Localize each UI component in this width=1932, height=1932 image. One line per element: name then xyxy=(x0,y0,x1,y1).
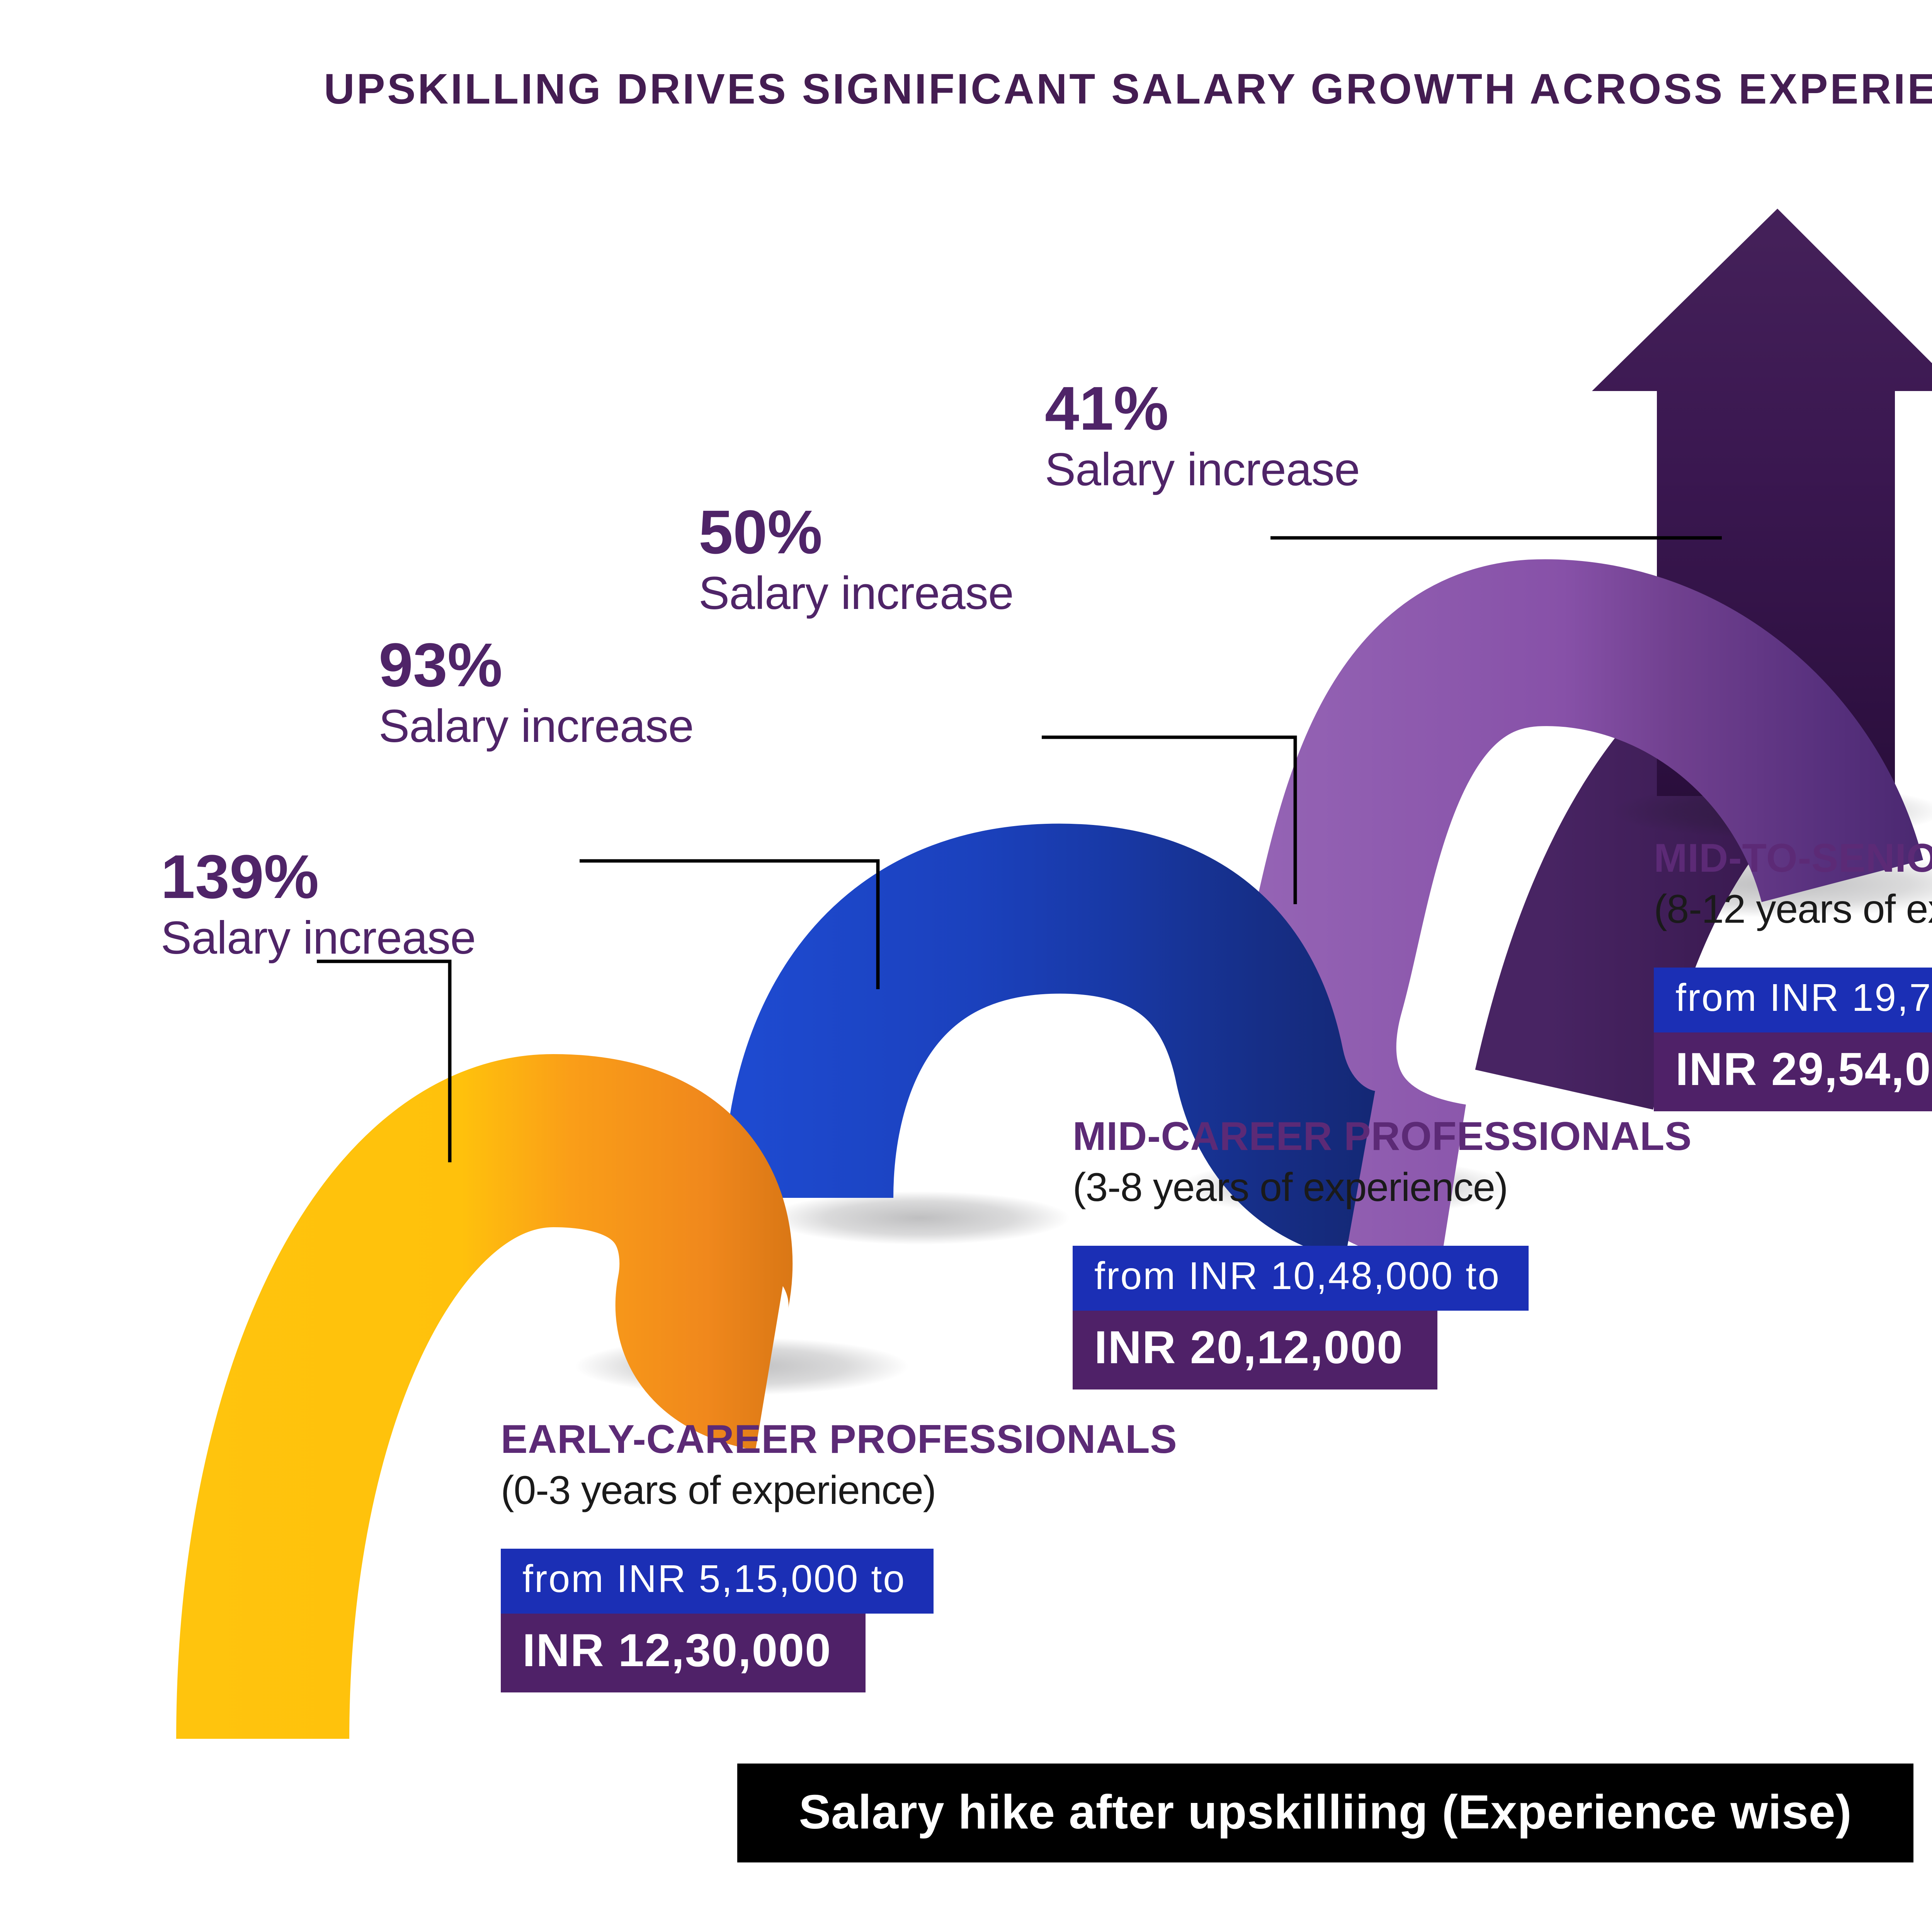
percent-label-senior: 41% Salary increase xyxy=(1045,374,1360,498)
salary-to-badge: INR 12,30,000 xyxy=(501,1614,866,1692)
category-heading: EARLY-CAREER PROFESSIONALS xyxy=(501,1416,1177,1462)
connector-50-percent xyxy=(1042,735,1297,904)
connector-93-percent xyxy=(580,859,880,989)
percent-caption: Salary increase xyxy=(1045,445,1360,496)
percent-value: 93% xyxy=(379,632,503,700)
category-heading: MID-CAREER PROFESSIONALS xyxy=(1073,1113,1692,1159)
arc-mid-career-ribbon xyxy=(723,823,1378,1259)
percent-label-early-career: 139% Salary increase xyxy=(161,842,476,966)
salary-from-badge: from INR 19,71,000 to xyxy=(1654,968,1932,1032)
percent-caption: Salary increase xyxy=(161,913,476,964)
category-block-mid-to-senior: MID-TO-SENIOR PROFESSIONALS (8-12 years … xyxy=(1654,835,1932,1111)
salary-from-badge: from INR 10,48,000 to xyxy=(1073,1246,1529,1311)
percent-label-mid-to-senior: 50% Salary increase xyxy=(699,498,1014,621)
connector-139-percent xyxy=(317,959,452,1162)
category-experience: (3-8 years of experience) xyxy=(1073,1164,1508,1210)
shadow-under-blue-left-landing xyxy=(711,1181,1128,1255)
percent-label-mid-career: 93% Salary increase xyxy=(379,631,694,754)
salary-from-badge: from INR 5,15,000 to xyxy=(501,1549,934,1614)
arc-early-career-ribbon xyxy=(176,1054,793,1739)
category-heading: MID-TO-SENIOR PROFESSIONALS xyxy=(1654,835,1932,881)
page-title: UPSKILLING DRIVES SIGNIFICANT SALARY GRO… xyxy=(324,65,1932,113)
category-block-early-career: EARLY-CAREER PROFESSIONALS (0-3 years of… xyxy=(501,1416,1177,1692)
salary-to-badge: INR 29,54,000 xyxy=(1654,1032,1932,1111)
category-block-mid-career: MID-CAREER PROFESSIONALS (3-8 years of e… xyxy=(1073,1113,1692,1389)
caption-bar: Salary hike after upskilliing (Experienc… xyxy=(737,1764,1913,1862)
percent-caption: Salary increase xyxy=(379,702,694,753)
category-experience: (8-12 years of experience) xyxy=(1654,886,1932,932)
percent-value: 139% xyxy=(161,844,319,912)
salary-to-badge: INR 20,12,000 xyxy=(1073,1311,1437,1389)
percent-value: 50% xyxy=(699,499,823,567)
percent-caption: Salary increase xyxy=(699,569,1014,620)
category-experience: (0-3 years of experience) xyxy=(501,1467,936,1513)
percent-value: 41% xyxy=(1045,376,1169,444)
